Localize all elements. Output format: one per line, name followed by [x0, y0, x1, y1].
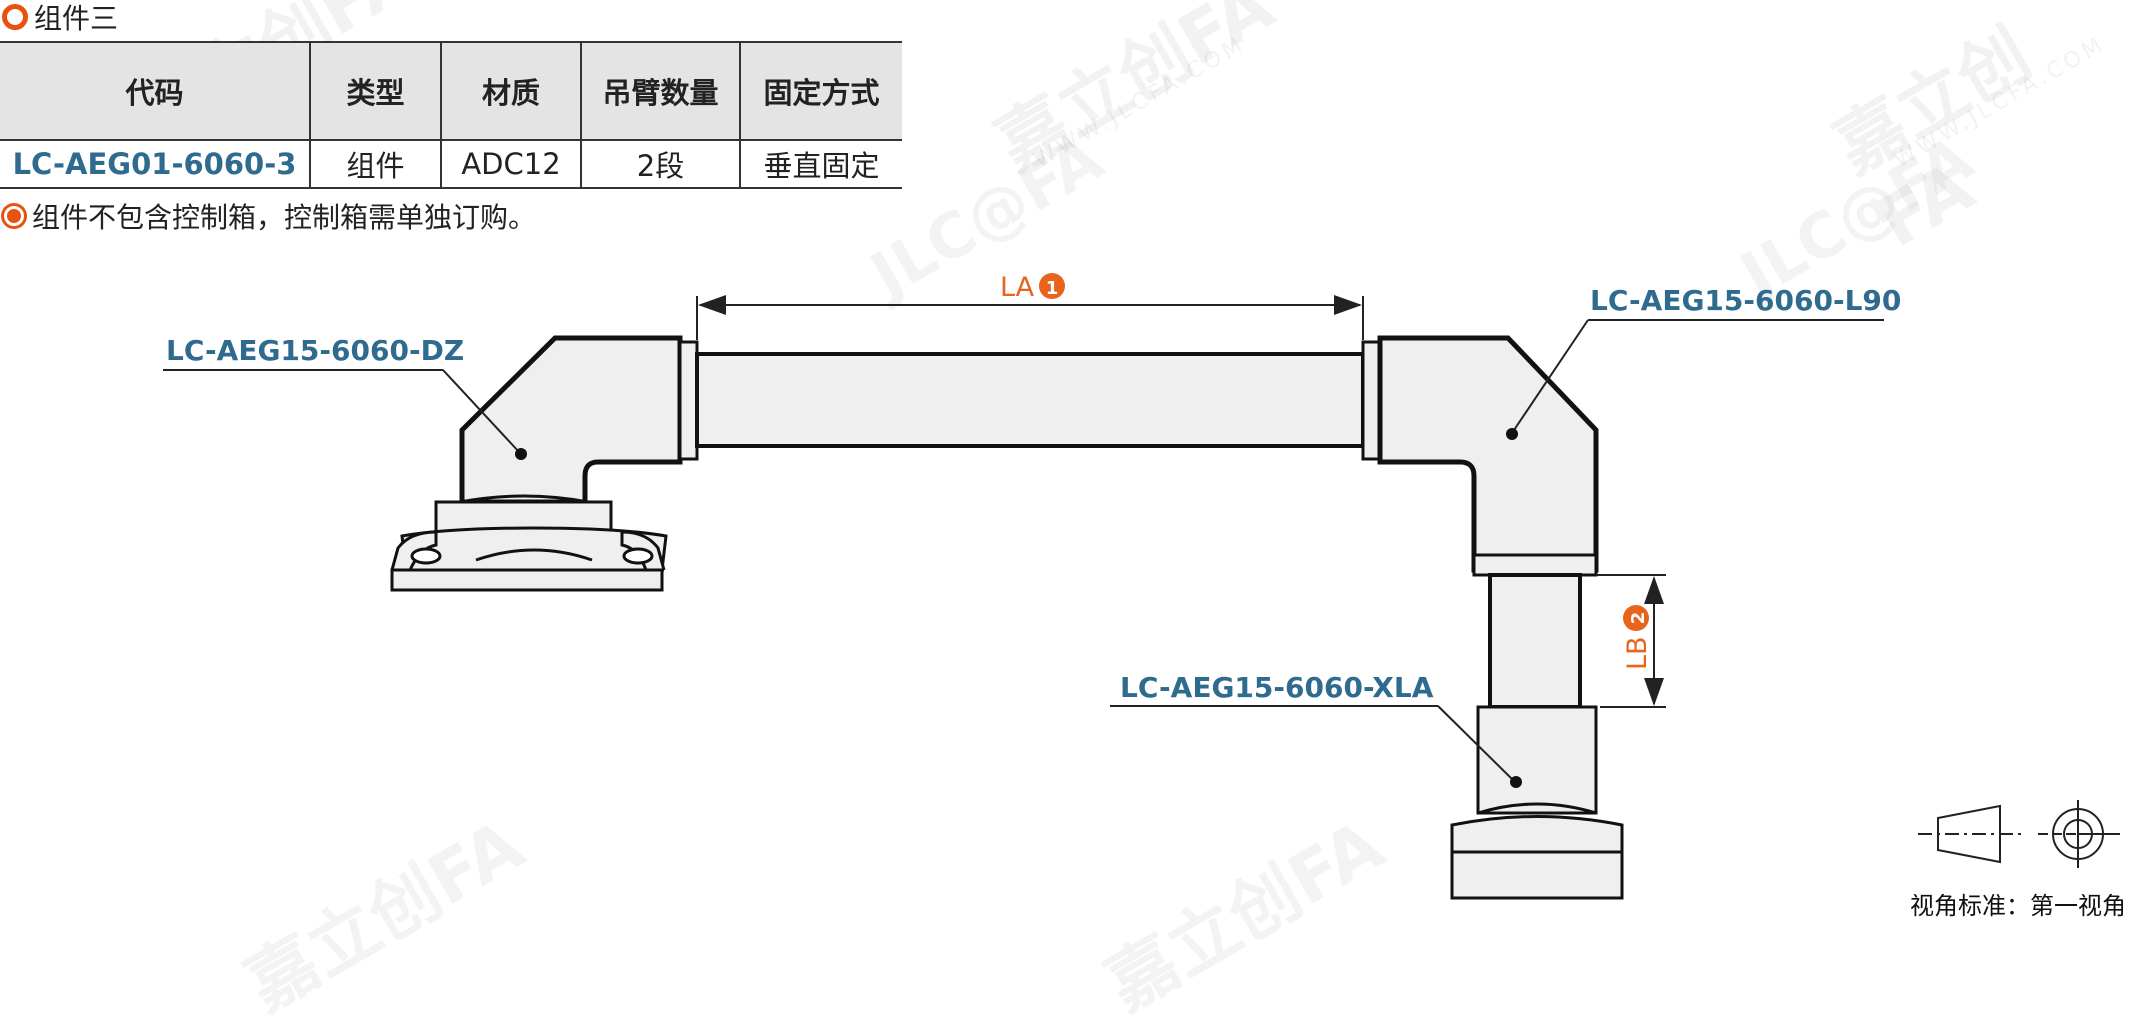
dim-lb-badge-icon [1623, 605, 1649, 631]
callout-xla: LC-AEG15-6060-XLA [1110, 671, 1522, 788]
target-bullet-icon [4, 206, 24, 226]
callout-dz: LC-AEG15-6060-DZ [163, 334, 527, 460]
cell-arm-count: 2段 [580, 139, 741, 189]
callout-l90: LC-AEG15-6060-L90 [1506, 284, 1901, 440]
cell-mounting: 垂直固定 [739, 139, 902, 189]
callout-xla-label[interactable]: LC-AEG15-6060-XLA [1120, 671, 1434, 704]
dimension-lb: LB 2 [1596, 574, 1666, 708]
callout-l90-label[interactable]: LC-AEG15-6060-L90 [1590, 284, 1901, 317]
dim-lb-badge: 2 [1628, 612, 1649, 625]
column-header-type: 类型 [309, 41, 442, 141]
spec-table: 代码 类型 材质 吊臂数量 固定方式 LC-AEG01-6060-3 组件 AD… [0, 41, 902, 189]
right-elbow-l90 [1361, 335, 1599, 577]
column-header-arm-count: 吊臂数量 [580, 41, 741, 141]
section-title: 组件三 [34, 2, 119, 35]
column-header-mounting: 固定方式 [739, 41, 902, 141]
dim-la-badge: 1 [1046, 278, 1059, 299]
projection-symbol-icon [1918, 800, 2120, 868]
callout-dz-label[interactable]: LC-AEG15-6060-DZ [166, 334, 464, 367]
dimension-la: LA 1 [696, 272, 1364, 340]
table-header-row: 代码 类型 材质 吊臂数量 固定方式 [0, 41, 902, 141]
cell-type: 组件 [309, 139, 442, 189]
horizontal-arm [695, 352, 1365, 448]
ring-bullet-icon [2, 4, 28, 30]
note-text: 组件不包含控制箱，控制箱需单独订购。 [32, 201, 537, 234]
column-header-material: 材质 [440, 41, 582, 141]
section-header: 组件三 [0, 0, 119, 35]
cell-material: ADC12 [440, 139, 582, 189]
vertical-arm [1488, 573, 1582, 709]
projection-label: 视角标准：第一视角 [1910, 892, 2126, 920]
column-header-code: 代码 [0, 41, 311, 141]
left-elbow-dz [390, 335, 699, 592]
note: 组件不包含控制箱，控制箱需单独订购。 [0, 198, 536, 234]
dim-la-label: LA [1000, 272, 1035, 303]
cell-code[interactable]: LC-AEG01-6060-3 [0, 139, 311, 189]
assembly-drawing: LA 1 LB 2 LC-AEG15-6060-DZ LC-AEG15-6060… [163, 272, 2120, 900]
dim-lb-label: LB [1622, 636, 1653, 670]
bottom-mount-xla [1450, 705, 1624, 900]
table-row: LC-AEG01-6060-3 组件 ADC12 2段 垂直固定 [0, 139, 902, 189]
dim-la-badge-icon [1039, 273, 1065, 299]
